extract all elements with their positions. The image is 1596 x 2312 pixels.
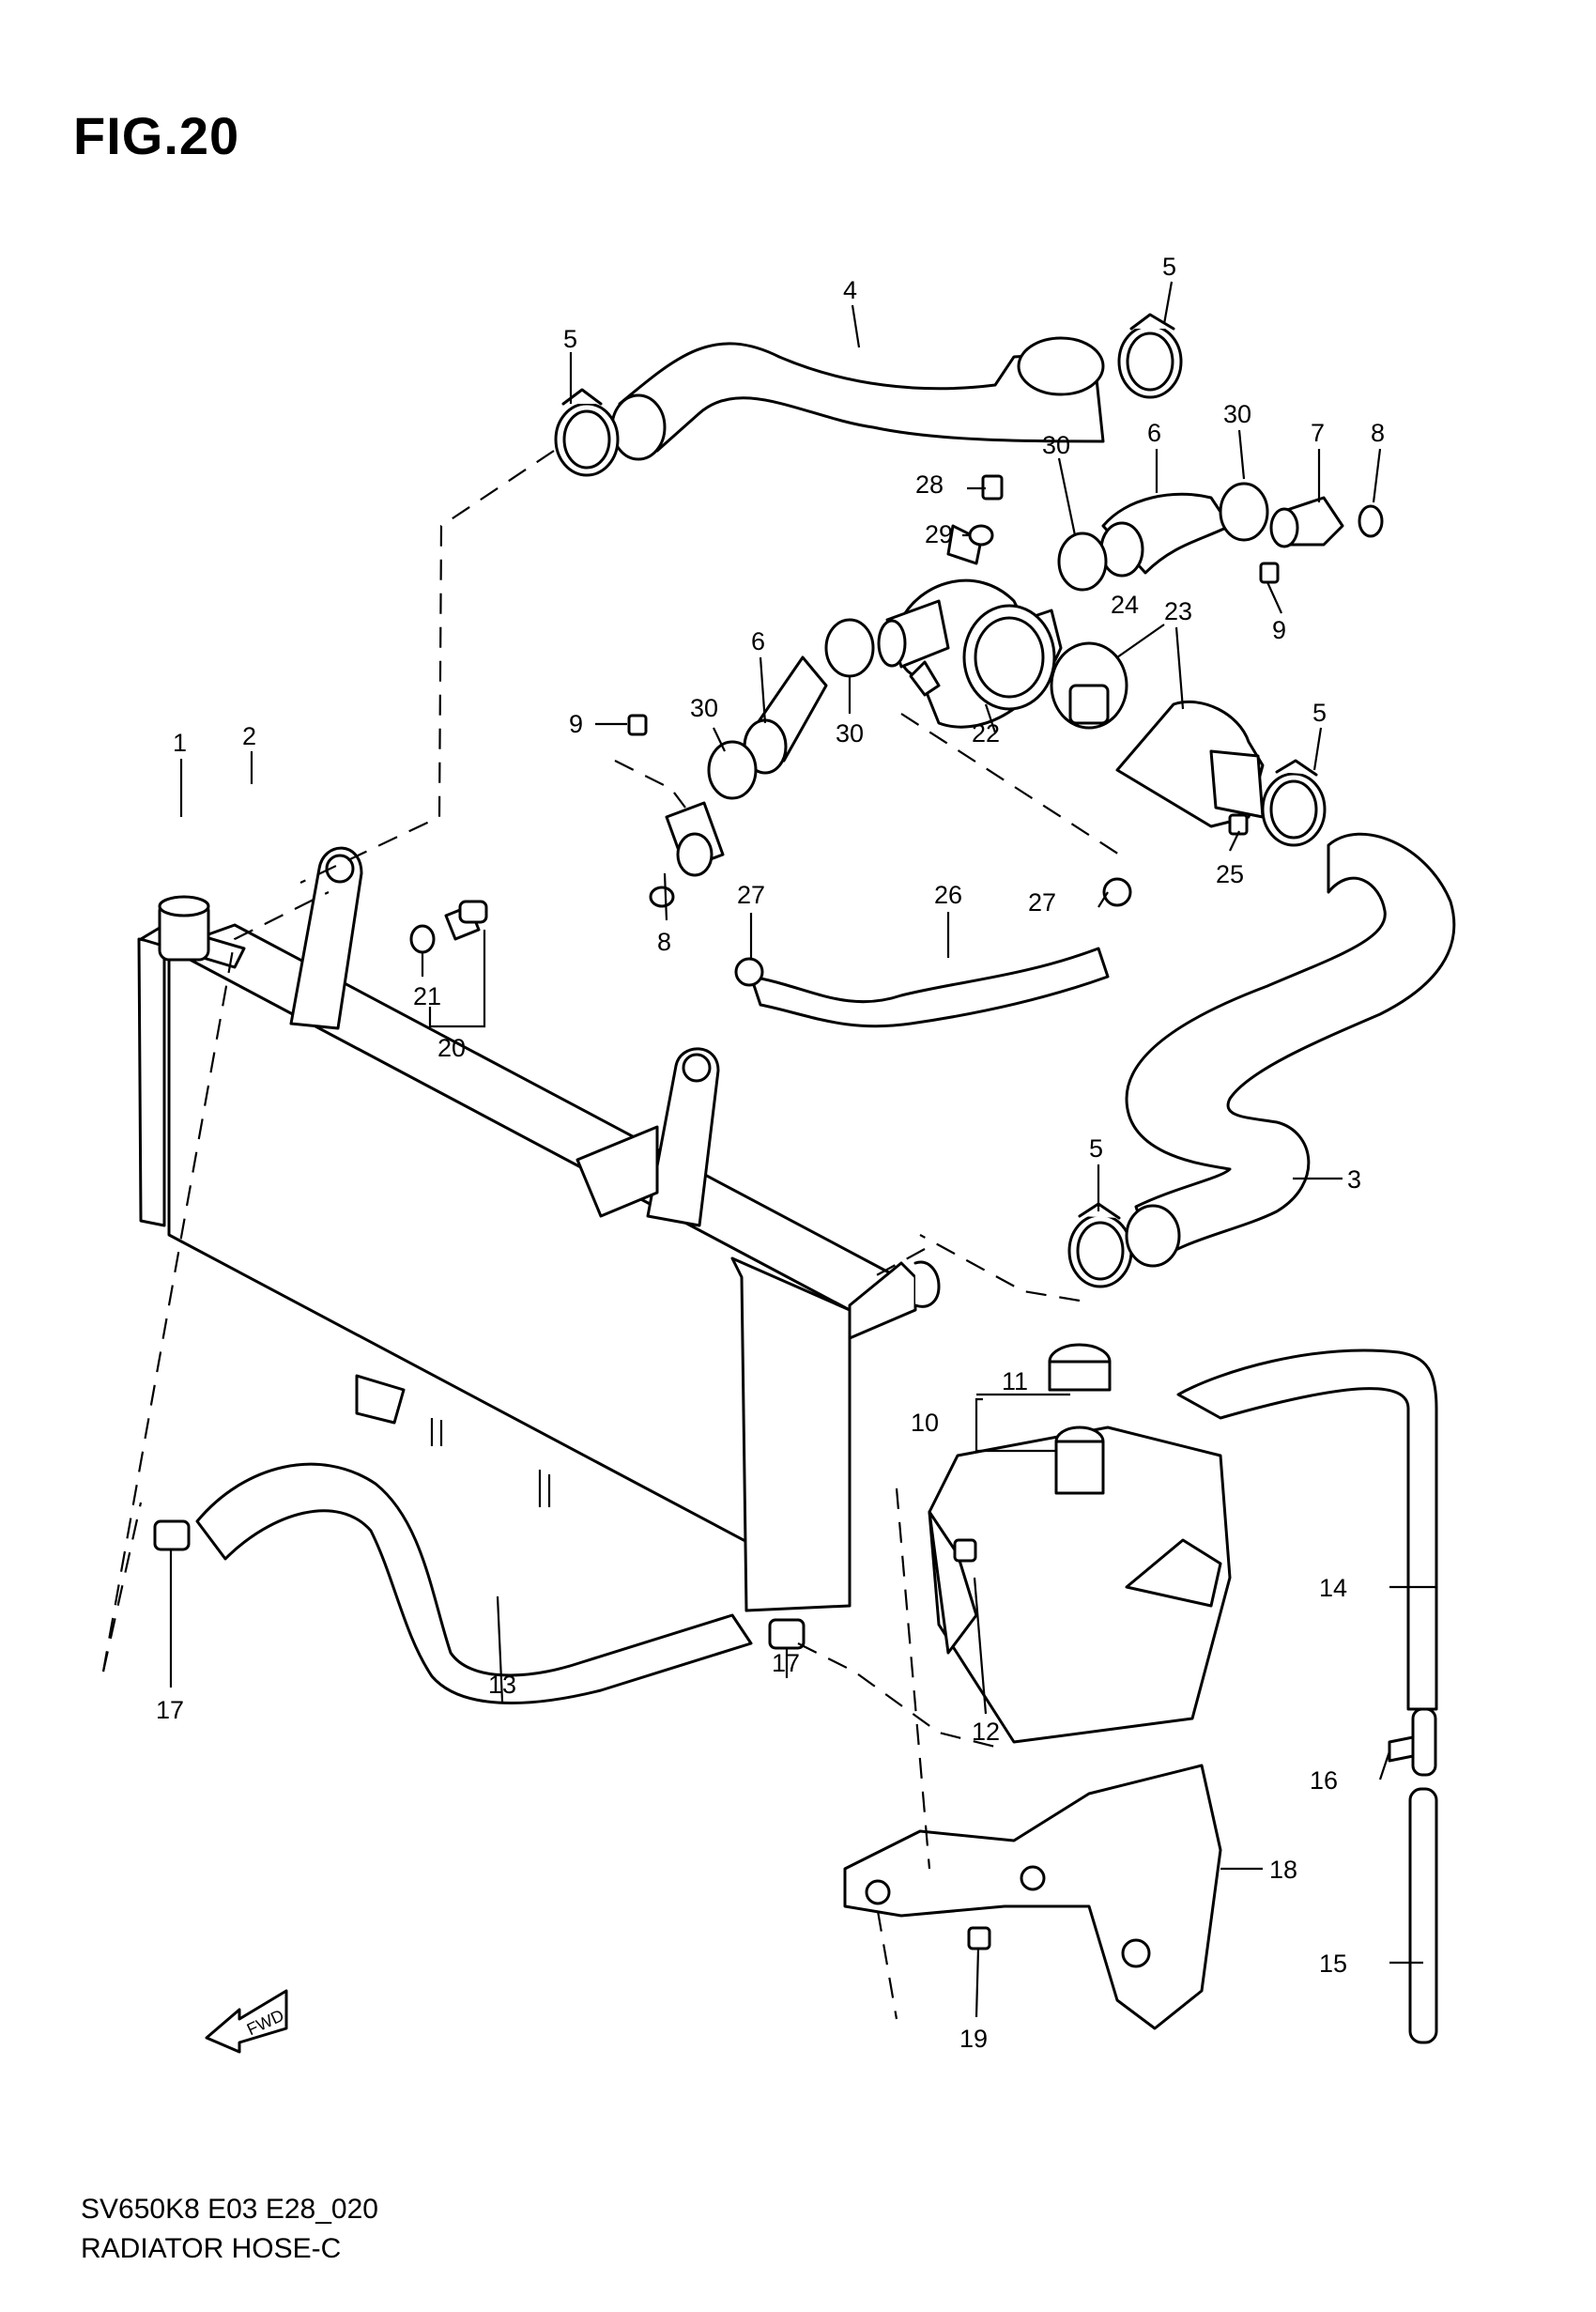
callout-3: 3: [1347, 1165, 1361, 1194]
hose-joint: [1388, 1707, 1437, 1777]
hose-7: [1269, 496, 1344, 548]
reservoir-cap: [1048, 1343, 1112, 1392]
hose-clamp: [1117, 313, 1183, 399]
callout-15: 15: [1319, 1950, 1347, 1978]
upper-hose: [610, 336, 1105, 461]
radiator-drain-hose: [195, 1462, 753, 1704]
callout-23: 23: [1164, 597, 1192, 625]
callout-19: 19: [959, 2025, 988, 2053]
fitting: [649, 801, 725, 908]
callout-2: 2: [242, 722, 256, 750]
callout-6: 6: [1147, 419, 1161, 447]
o-ring-8: [1358, 504, 1384, 538]
callout-29: 29: [925, 520, 953, 548]
forward-arrow-icon: FWD: [205, 1989, 288, 2054]
thermostat-housing: [877, 524, 1063, 729]
callout-24: 24: [1111, 591, 1139, 619]
phantom-lines: [101, 450, 1128, 2020]
callout-18: 18: [1269, 1856, 1297, 1884]
hose-clip-17: [153, 1519, 806, 1650]
bolt: [953, 1538, 991, 1950]
callout-4: 4: [843, 276, 857, 304]
reservoir-bracket: [843, 1764, 1222, 2030]
callout-11: 11: [1002, 1367, 1028, 1395]
overflow-hose: [1176, 1349, 1438, 1711]
callouts: 1 2 3 4 5 5 5 5 6 6 7 8 8 9 9 10 11 12 1…: [156, 253, 1385, 2053]
callout-20: 20: [437, 1034, 466, 1062]
callout-5: 5: [1089, 1134, 1103, 1163]
callout-28: 28: [915, 470, 944, 499]
reservoir-tank: [928, 1426, 1232, 1744]
callout-17: 17: [772, 1649, 800, 1677]
bolt: [627, 474, 1280, 836]
callout-30: 30: [836, 719, 864, 748]
lower-hose: [1125, 832, 1456, 1268]
radiator: [137, 846, 941, 1612]
callout-21: 21: [413, 982, 441, 1010]
hose-6-lower: [743, 655, 828, 775]
bypass-hose: [734, 877, 1132, 1028]
leader-lines: [169, 281, 1436, 2018]
callout-8: 8: [1371, 419, 1385, 447]
thermostat: [1050, 641, 1128, 730]
hose-clamp: [1067, 1202, 1133, 1288]
callout-30: 30: [690, 694, 718, 722]
callout-5: 5: [1312, 699, 1327, 727]
callout-26: 26: [934, 881, 962, 909]
hose-clamp: [1261, 759, 1327, 847]
callout-5: 5: [563, 325, 577, 353]
callout-5: 5: [1162, 253, 1176, 281]
callout-12: 12: [972, 1718, 1000, 1746]
diagram-name: RADIATOR HOSE-C: [81, 2233, 342, 2264]
callout-6: 6: [751, 627, 765, 655]
callout-7: 7: [1311, 419, 1325, 447]
callout-14: 14: [1319, 1574, 1347, 1602]
thermostat-cover: [1115, 700, 1265, 828]
callout-27: 27: [737, 881, 765, 909]
clamp-30: [707, 482, 1269, 800]
drain-bolt: [409, 900, 488, 954]
callout-16: 16: [1310, 1766, 1338, 1795]
callout-9: 9: [1272, 616, 1286, 644]
hose-clamp: [554, 388, 620, 477]
callout-1: 1: [173, 729, 187, 757]
callout-30: 30: [1042, 431, 1070, 459]
hose-6-upper: [1099, 492, 1232, 578]
callout-8: 8: [657, 928, 671, 956]
callout-27: 27: [1028, 888, 1056, 917]
callout-13: 13: [488, 1671, 516, 1699]
figure-title: FIG.20: [73, 106, 240, 165]
callout-17: 17: [156, 1696, 184, 1724]
model-code: SV650K8 E03 E28_020: [81, 2194, 378, 2225]
drain-hose: [1408, 1787, 1438, 2044]
callout-30: 30: [1223, 400, 1251, 428]
callout-10: 10: [911, 1409, 939, 1437]
callout-9: 9: [569, 710, 583, 738]
callout-25: 25: [1216, 860, 1244, 888]
callout-22: 22: [972, 719, 1000, 748]
